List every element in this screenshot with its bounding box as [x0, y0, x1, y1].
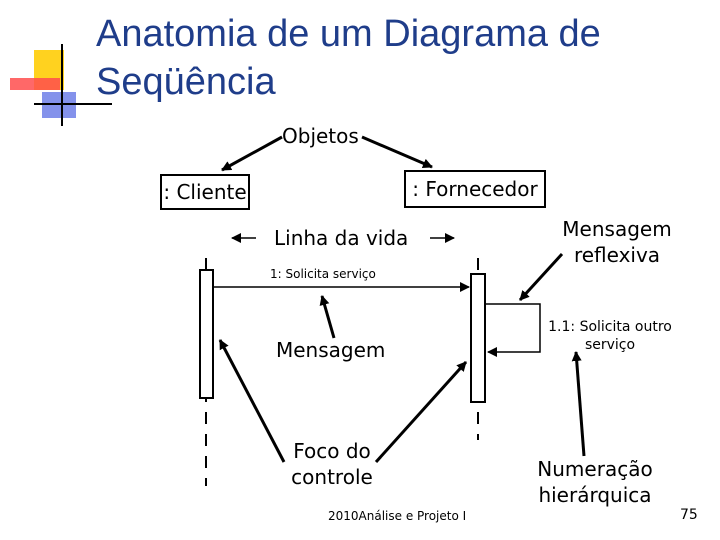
foco-controle-label: Foco do controle: [291, 439, 373, 489]
cliente-object-box: : Cliente: [160, 174, 250, 210]
numeracao-pointer: [571, 351, 586, 457]
title-decoration-graphic: [10, 44, 112, 126]
reflexiva-pointer: [518, 252, 564, 302]
numeracao-hierarquica-label: Numeração hierárquica: [537, 457, 653, 507]
foco-pointer-right: [374, 360, 468, 464]
mensagem-reflexiva-label: Mensagem reflexiva: [562, 217, 672, 267]
fornecedor-object-label: : Fornecedor: [412, 177, 538, 201]
cliente-activation-bar: [199, 269, 214, 399]
mensagem-label: Mensagem: [276, 338, 386, 362]
fornecedor-activation-bar: [470, 273, 486, 403]
deco-red-bar: [10, 78, 60, 90]
objetos-pointer-left: [221, 135, 283, 172]
msg1-label: 1: Solicita serviço: [270, 267, 376, 281]
msg2-label: 1.1: Solicita outro serviço: [548, 319, 672, 353]
fornecedor-object-box: : Fornecedor: [404, 170, 546, 208]
page-number: 75: [680, 507, 698, 523]
objetos-label: Objetos: [282, 124, 359, 148]
foco-pointer-left: [218, 339, 286, 463]
cliente-object-label: : Cliente: [163, 180, 247, 204]
mensagem-pointer: [319, 295, 336, 339]
slide-title: Anatomia de um Diagrama de Seqüência: [96, 13, 601, 103]
reflexive-message-arrow: [486, 303, 541, 357]
objetos-pointer-right: [361, 135, 433, 169]
linha-vida-label: Linha da vida: [274, 226, 409, 250]
slide-footer: 2010Análise e Projeto I: [328, 509, 467, 523]
